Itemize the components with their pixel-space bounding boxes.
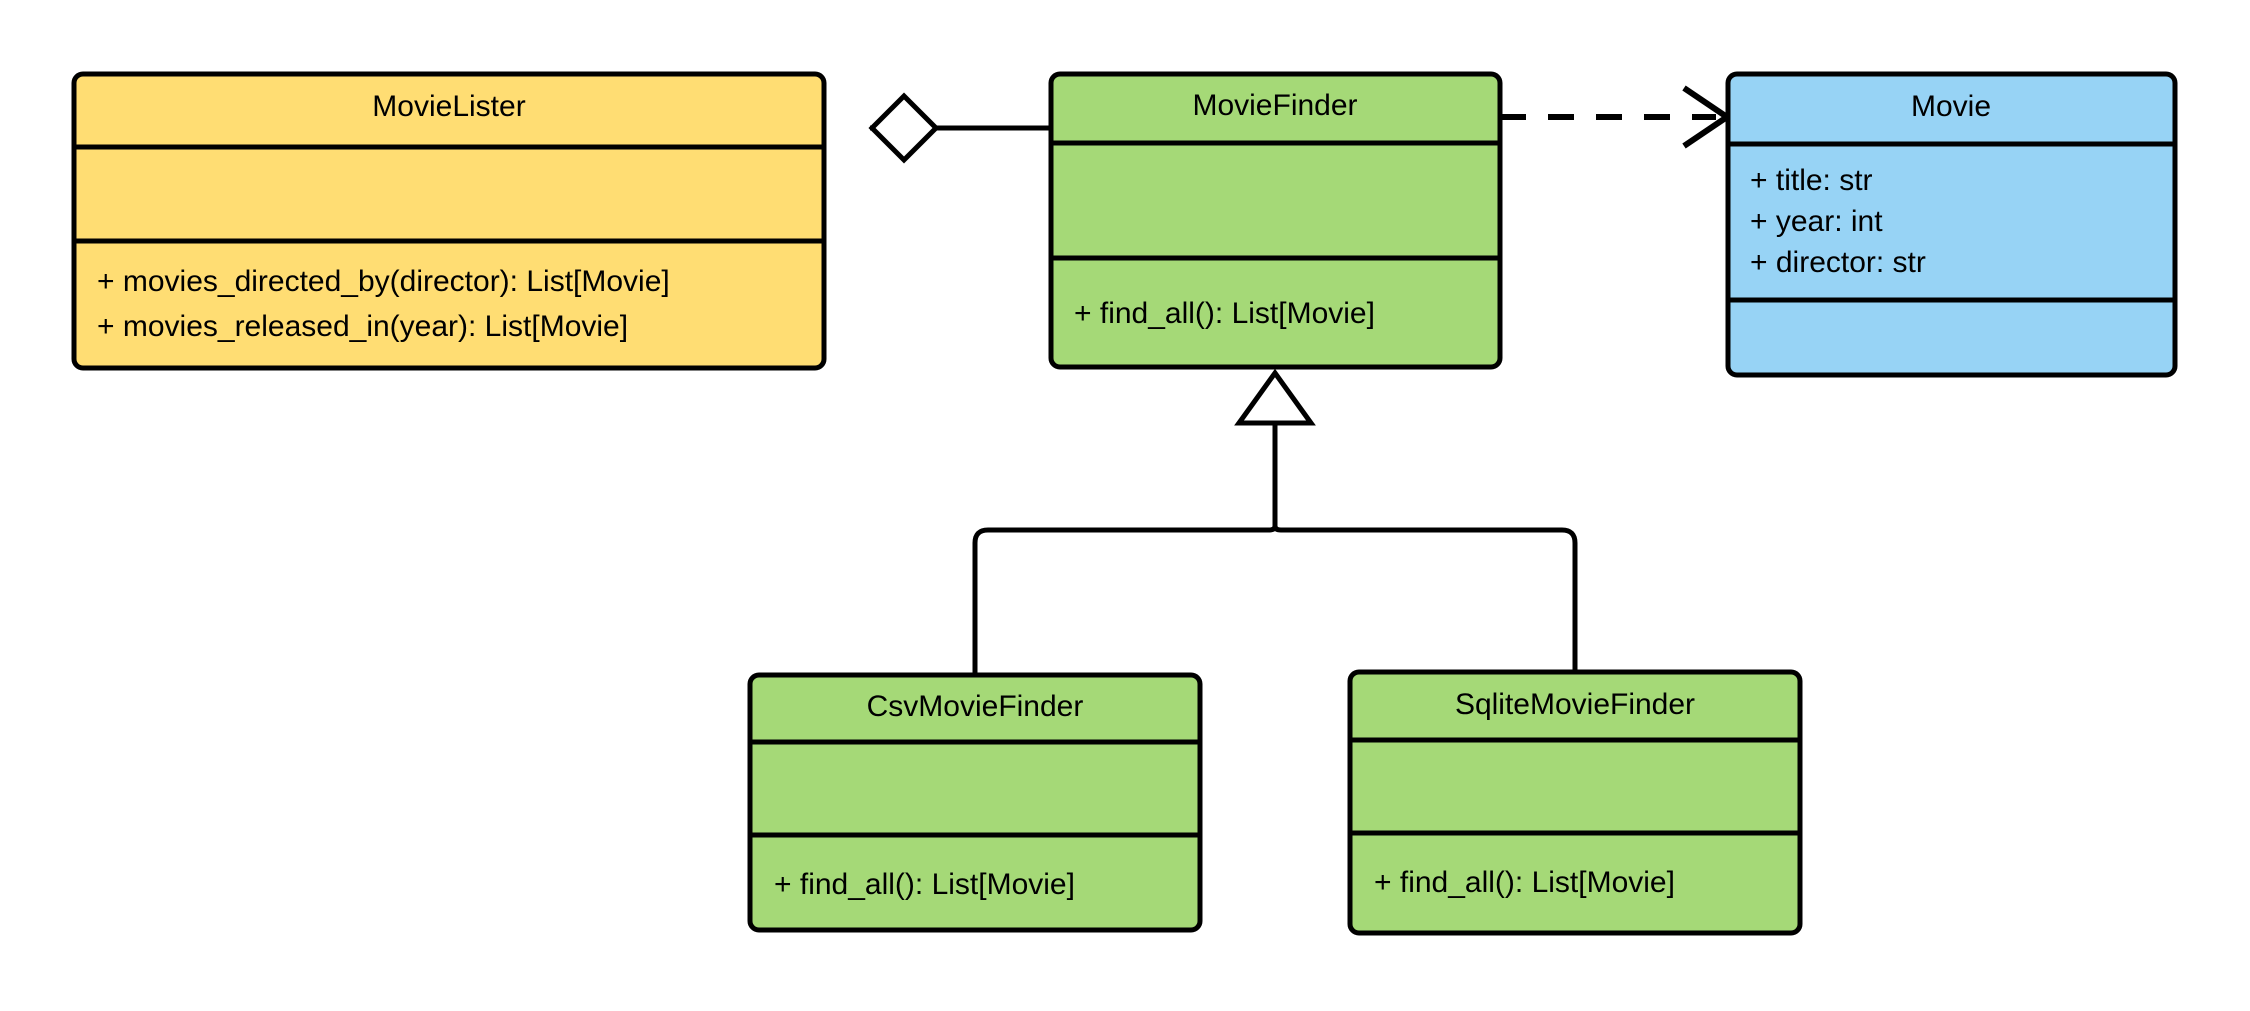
- class-box-csvmoviefinder[interactable]: CsvMovieFinder + find_all(): List[Movie]: [747, 672, 1203, 933]
- sqlitemoviefinder-method-0: + find_all(): List[Movie]: [1374, 866, 1675, 899]
- class-box-movie[interactable]: Movie + title: str + year: int + directo…: [1725, 71, 2178, 378]
- aggregation-diamond-icon: [868, 92, 940, 164]
- hollow-triangle-icon: [1234, 368, 1316, 426]
- relationship-aggregation-movielister-moviefinder[interactable]: [868, 92, 1053, 164]
- moviefinder-body: [1048, 71, 1503, 370]
- movie-class-name: Movie: [1911, 90, 1991, 123]
- movie-attribute-2: + director: str: [1750, 246, 1926, 279]
- relationship-dependency-moviefinder-movie[interactable]: [1500, 85, 1733, 149]
- relationship-generalization-subclasses-moviefinder[interactable]: [972, 368, 1578, 675]
- sqlitemoviefinder-class-name: SqliteMovieFinder: [1455, 688, 1695, 721]
- movie-attribute-0: + title: str: [1750, 164, 1873, 197]
- generalization-branch-csv: [972, 513, 1278, 675]
- class-box-moviefinder[interactable]: MovieFinder + find_all(): List[Movie]: [1048, 71, 1503, 370]
- csvmoviefinder-class-name: CsvMovieFinder: [867, 690, 1084, 723]
- class-box-sqlitemoviefinder[interactable]: SqliteMovieFinder + find_all(): List[Mov…: [1347, 669, 1803, 936]
- csvmoviefinder-method-0: + find_all(): List[Movie]: [774, 868, 1075, 901]
- class-box-movielister[interactable]: MovieLister + movies_directed_by(directo…: [71, 71, 827, 371]
- movielister-class-name: MovieLister: [372, 90, 525, 123]
- movie-attribute-1: + year: int: [1750, 205, 1883, 238]
- generalization-branch-sqlite: [1272, 513, 1578, 675]
- movielister-method-1: + movies_released_in(year): List[Movie]: [97, 310, 628, 343]
- movielister-method-0: + movies_directed_by(director): List[Mov…: [97, 265, 670, 298]
- moviefinder-method-0: + find_all(): List[Movie]: [1074, 297, 1375, 330]
- csvmoviefinder-body: [747, 672, 1203, 933]
- moviefinder-class-name: MovieFinder: [1192, 89, 1357, 122]
- sqlitemoviefinder-body: [1347, 669, 1803, 936]
